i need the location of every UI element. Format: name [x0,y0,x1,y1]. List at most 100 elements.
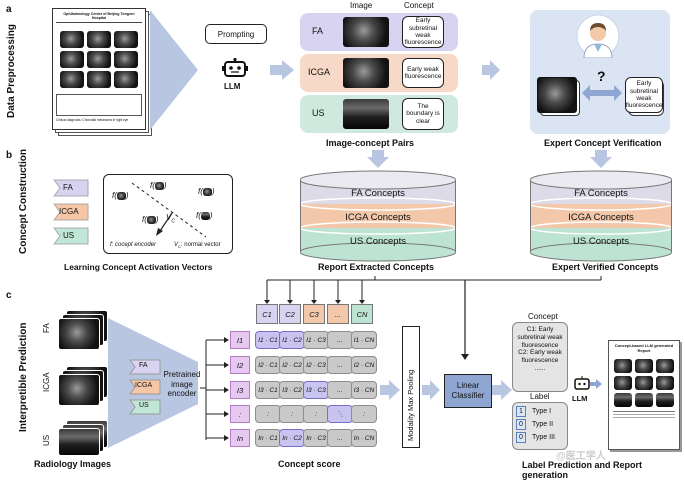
robot-icon [222,58,248,77]
score-cell: ⋱ [327,405,353,423]
expert-image [537,77,577,113]
label-bit: 1 [516,406,526,417]
expert-concept: Early subretinal weak fluorescence [625,77,663,113]
score-cell: : [255,405,281,423]
score-cell: In · C2 [279,429,305,447]
score-cell: In · CN [351,429,377,447]
arrow-right [422,380,440,400]
pair-image-fa [343,17,389,47]
llm-label: LLM [224,82,241,91]
arrow-right [270,60,294,80]
image-embedding-3: I3 [230,381,250,399]
watermark: @医工学人 [556,451,606,462]
report-db-title: Report Extracted Concepts [318,262,435,272]
image-embedding-dots: : [230,405,250,423]
report-db-icga: ICGA Concepts [345,212,411,223]
doctor-icon [576,14,620,58]
llm-small-label: LLM [572,394,588,403]
arrow-right [492,380,512,400]
pair-modality-us: US [312,108,325,118]
pair-image-us [343,99,389,129]
label-heading: Label [530,392,550,401]
panel-c-side-label: Interpretible Prediction [18,322,29,432]
pair-modality-fa: FA [312,26,324,36]
expert-db-us: US Concepts [573,236,629,247]
label-name: Type II [532,421,554,428]
score-cell: ... [327,381,353,399]
label-bit: 0 [516,432,526,443]
tag-fa: FA [63,183,73,192]
panel-a-letter: a [6,4,12,15]
generated-report-title: Concept-based LLM generated Report [614,343,674,353]
pairs-title: Image-concept Pairs [326,138,415,148]
enc-tag-us: US [139,402,149,409]
score-cell: : [279,405,305,423]
tag-icga: ICGA [59,207,79,216]
linear-classifier: Linear Classifier [444,374,492,408]
score-cell: I2 · C3 [303,356,329,374]
expert-db-icga: ICGA Concepts [568,212,634,223]
concept-header-dots: ... [327,304,349,324]
col-image-label: Image [350,1,373,10]
pair-card-icga: ICGA Early weak fluorescence [300,54,458,92]
concept-header-2: C2 [279,304,301,324]
encoder-modality-tags [129,359,161,415]
score-cell: I3 · CN [351,381,377,399]
report-footer: Clinical diagnosis: Choroidal melanoma i… [56,118,129,122]
col-concept-label: Concept [404,1,434,10]
enc-tag-fa: FA [139,362,148,369]
score-cell: In · C1 [255,429,281,447]
score-cell: I3 · C3 [303,381,329,399]
score-cell: I3 · C1 [255,381,281,399]
report-thumb [60,71,84,88]
concept-heading: Concept [528,312,558,321]
funnel-shape [150,10,198,130]
report-thumb [87,71,111,88]
pair-card-us: US The boundary is clear [300,95,458,133]
enc-tag-icga: ICGA [135,382,153,389]
panel-b-side-label: Concept Construction [18,149,29,254]
report-thumb [87,51,111,68]
label-name: Type I [532,408,552,415]
image-embedding-1: I1 [230,331,250,349]
double-arrow [582,85,622,101]
db-to-concepts-connectors [264,276,602,360]
score-cell: I1 · C2 [279,331,305,349]
report-thumb [60,51,84,68]
score-cell: I2 · C1 [255,356,281,374]
robot-icon-small [574,376,602,390]
arrow-right [482,60,500,80]
score-cell: : [303,405,329,423]
pair-image-icga [343,58,389,88]
report-db-fa: FA Concepts [351,188,405,199]
concept-header-n: CN [351,304,373,324]
prompting-box: Prompting [205,24,267,44]
prompting-label: Prompting [217,29,255,39]
report-thumb [114,51,138,68]
arrow-down [590,150,612,168]
score-cell: : [351,405,377,423]
arrow-down [367,150,389,168]
pair-concept-fa: Early subretinal weak fluorescence [402,16,444,48]
pair-concept-us: The boundary is clear [402,98,444,130]
modality-tags [53,179,89,245]
vc-symbol: VC [166,213,175,225]
score-cell: I1 · C1 [255,331,281,349]
encoder-bracket [200,337,229,441]
image-embedding-n: In [230,429,250,447]
cav-title: Learning Concept Activation Vectors [64,262,213,272]
score-cell: I2 · C2 [279,356,305,374]
tag-us: US [63,231,75,240]
pair-card-fa: FA Early subretinal weak fluorescence [300,13,458,51]
panel-b-letter: b [6,150,13,161]
img-label-icga: ICGA [42,372,51,392]
img-label-us: US [42,434,51,446]
pooling-label: Modality Max Pooling [406,369,415,441]
report-thumb [114,71,138,88]
arrow-right [380,380,400,400]
image-embedding-2: I2 [230,356,250,374]
label-bit: 0 [516,419,526,430]
modality-max-pooling: Modality Max Pooling [402,326,420,448]
report-thumb [114,31,138,48]
